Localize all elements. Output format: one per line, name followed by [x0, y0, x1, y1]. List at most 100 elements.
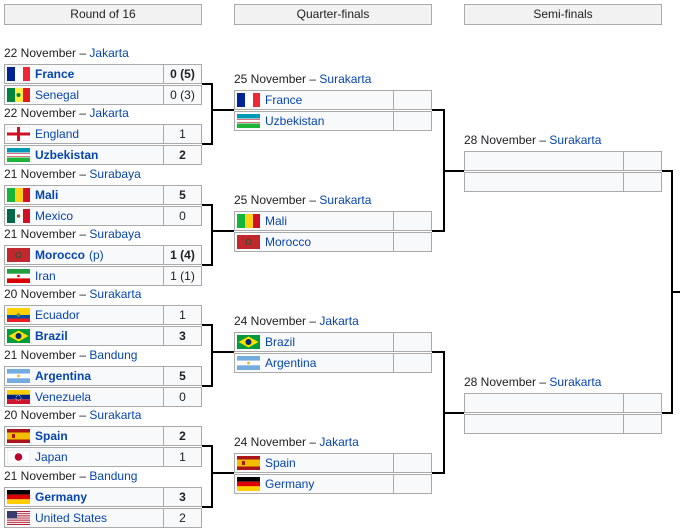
team-name-link[interactable]: England: [35, 127, 80, 141]
team-name-link[interactable]: Argentina: [35, 369, 92, 383]
team-name-link[interactable]: Argentina: [265, 356, 317, 370]
team-name-link[interactable]: Ecuador: [35, 308, 80, 322]
team-name-link[interactable]: Mali: [265, 214, 288, 228]
venue-link[interactable]: Jakarta: [89, 46, 129, 60]
team-name-link[interactable]: Venezuela: [35, 390, 92, 404]
argentina-flag-icon: [7, 369, 35, 383]
score-cell: 0: [164, 206, 202, 226]
iran-flag-icon: [7, 269, 35, 283]
morocco-flag-icon: [7, 248, 35, 262]
venue-link[interactable]: Jakarta: [319, 435, 359, 449]
round-header-r16: Round of 16: [4, 4, 202, 25]
team-cell: Morocco: [234, 232, 394, 252]
venue-link[interactable]: Surabaya: [89, 167, 141, 181]
team-name-link[interactable]: Uzbekistan: [35, 148, 99, 162]
team-name-link[interactable]: Mali: [35, 188, 59, 202]
team-cell: Mexico: [4, 206, 164, 226]
score-cell: 2: [164, 426, 202, 446]
date-separator: –: [76, 106, 90, 120]
team-name-link[interactable]: Morocco: [35, 248, 86, 262]
match-date: 21 November – Bandung: [4, 348, 137, 362]
date-separator: –: [76, 46, 90, 60]
spain-flag-icon: [237, 456, 265, 470]
score-cell: 3: [164, 487, 202, 507]
team-cell: Spain: [4, 426, 164, 446]
connector-line: [432, 109, 464, 172]
brazil-flag-icon: [7, 329, 35, 343]
team-name-link[interactable]: Germany: [35, 490, 88, 504]
team-row: Ecuador 1: [4, 305, 202, 325]
connector-line: [202, 110, 213, 145]
score-cell: 1 (1): [164, 266, 202, 286]
team-name-link[interactable]: Japan: [35, 450, 68, 464]
match-date: 25 November – Surakarta: [234, 193, 371, 207]
team-name-link[interactable]: Senegal: [35, 88, 80, 102]
team-cell: Senegal: [4, 85, 164, 105]
venue-link[interactable]: Surakarta: [89, 287, 142, 301]
team-name-link[interactable]: United States: [35, 511, 108, 525]
connector-line: [202, 324, 234, 353]
score-cell: [394, 90, 432, 110]
venue-link[interactable]: Surakarta: [319, 72, 372, 86]
uzbekistan-flag-icon: [7, 148, 35, 162]
venue-link[interactable]: Surakarta: [549, 375, 602, 389]
venue-link[interactable]: Bandung: [89, 469, 138, 483]
score-cell: [394, 353, 432, 373]
venue-link[interactable]: Surakarta: [319, 193, 372, 207]
venue-link[interactable]: Surakarta: [89, 408, 142, 422]
team-row: Brazil: [234, 332, 432, 352]
score-cell: 0 (5): [164, 64, 202, 84]
date-separator: –: [76, 167, 90, 181]
date-separator: –: [76, 348, 90, 362]
team-cell: Germany: [4, 487, 164, 507]
score-cell: [624, 414, 662, 434]
match-date: 20 November – Surakarta: [4, 287, 141, 301]
team-cell: France: [4, 64, 164, 84]
team-row: Uzbekistan: [234, 111, 432, 131]
score-cell: 0 (3): [164, 85, 202, 105]
score-cell: [394, 453, 432, 473]
team-name-link[interactable]: France: [35, 67, 75, 81]
team-cell: Uzbekistan: [234, 111, 394, 131]
team-name-link[interactable]: France: [265, 93, 303, 107]
connector-line: [662, 170, 680, 293]
venue-link[interactable]: Bandung: [89, 348, 138, 362]
france-flag-icon: [7, 67, 35, 81]
venue-link[interactable]: Jakarta: [89, 106, 129, 120]
venue-link[interactable]: Surakarta: [549, 133, 602, 147]
date-separator: –: [76, 227, 90, 241]
penalty-note-link[interactable]: (p): [89, 248, 104, 262]
score-cell: 1: [164, 305, 202, 325]
score-cell: [624, 393, 662, 413]
connector-line: [432, 171, 445, 232]
team-name-link[interactable]: Spain: [35, 429, 68, 443]
score-cell: [394, 332, 432, 352]
team-name-link[interactable]: Morocco: [265, 235, 312, 249]
team-name-link[interactable]: Iran: [35, 269, 56, 283]
team-name-link[interactable]: Spain: [265, 456, 296, 470]
team-name-link[interactable]: Uzbekistan: [265, 114, 325, 128]
venue-link[interactable]: Surabaya: [89, 227, 141, 241]
match-box: France 0 (5) Senegal 0 (3): [4, 64, 202, 105]
connector-line: [202, 204, 234, 232]
team-row: Mexico 0: [4, 206, 202, 226]
date-separator: –: [306, 314, 320, 328]
team-name-link[interactable]: Brazil: [35, 329, 68, 343]
date-text: 28 November: [464, 133, 537, 147]
team-row: France: [234, 90, 432, 110]
team-name-link[interactable]: Mexico: [35, 209, 74, 223]
team-cell: United States: [4, 508, 164, 528]
date-text: 20 November: [4, 408, 77, 422]
connector-line: [202, 352, 213, 387]
score-cell: [624, 172, 662, 192]
venue-link[interactable]: Jakarta: [319, 314, 359, 328]
team-name-link[interactable]: Brazil: [265, 335, 296, 349]
connector-line: [202, 231, 213, 266]
team-name-link[interactable]: Germany: [265, 477, 315, 491]
date-text: 25 November: [234, 72, 307, 86]
